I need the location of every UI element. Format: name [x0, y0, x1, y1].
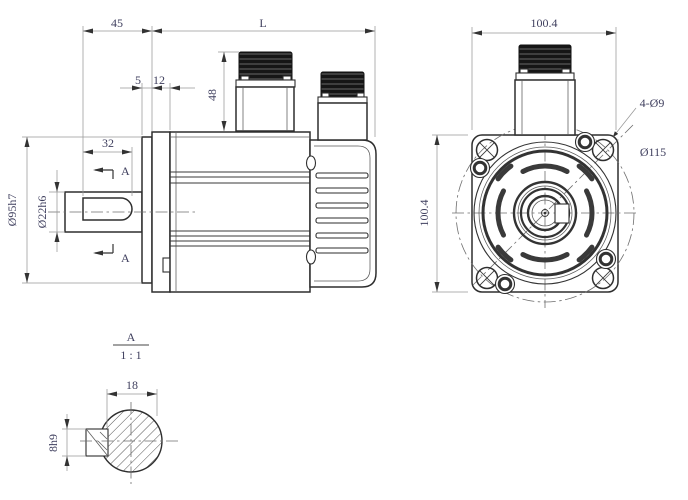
side-view: 45 L 5 12 48 32 [5, 16, 377, 293]
dim-8h9-label: 8h9 [46, 434, 60, 452]
dim-height-label: 100.4 [417, 200, 431, 227]
flange-screws [469, 131, 617, 295]
dim-48-label: 48 [205, 89, 219, 101]
diagonal-centerline [472, 124, 634, 286]
dim-5-12: 5 12 [120, 73, 195, 135]
dim-12-label: 12 [153, 73, 165, 87]
dim-shaft-diameter: Ø22h6 [35, 170, 65, 252]
dim-45-and-L: 45 L [82, 16, 376, 196]
dim-width-label: 100.4 [531, 16, 558, 30]
housing-screw-top [305, 155, 317, 171]
label-mounting-holes: 4-Ø9 [612, 96, 665, 138]
connector-1-base [235, 86, 295, 132]
dim-5-label: 5 [135, 73, 141, 87]
front-view: 100.4 100.4 4-Ø9 Ø115 [417, 16, 666, 308]
label-d115: Ø115 [640, 145, 666, 159]
body-grooves [170, 171, 310, 247]
section-scale: 1 : 1 [120, 348, 141, 362]
section-cut-markers: A A [93, 164, 130, 265]
shaft-keyway [82, 197, 133, 221]
pilot-boss [141, 136, 153, 284]
section-title: A [127, 330, 136, 344]
housing-screw-bottom [305, 249, 317, 265]
section-a-view: A 1 : 1 18 8h9 [46, 330, 178, 484]
cooling-fins [315, 172, 369, 254]
dim-32-label: 32 [102, 136, 114, 150]
connector-front-base [514, 79, 576, 136]
rear-housing [309, 139, 377, 288]
motor-body [169, 131, 311, 293]
dim-32: 32 [83, 136, 133, 196]
mounting-hole [475, 138, 499, 162]
dim-width-100-4: 100.4 [471, 16, 617, 130]
dim-18: 18 [106, 378, 158, 427]
dim-22h6-label: Ø22h6 [35, 196, 49, 229]
dim-48: 48 [205, 51, 239, 131]
section-label-top: A [121, 164, 130, 178]
front-keyway [554, 203, 570, 224]
mounting-hole [591, 138, 615, 162]
dim-pilot-diameter: Ø95h7 [5, 136, 142, 284]
dim-height-100-4: 100.4 [417, 134, 468, 293]
connector-2-base [317, 102, 368, 141]
connector-1 [235, 51, 296, 132]
connector-front [514, 44, 576, 136]
dim-L-label: L [259, 16, 266, 30]
dim-95h7-label: Ø95h7 [5, 194, 19, 227]
dim-key-8h9: 8h9 [46, 414, 86, 471]
label-4-d9: 4-Ø9 [640, 96, 665, 110]
section-label-bottom: A [121, 251, 130, 265]
shaft-front [512, 180, 578, 246]
connector-2 [317, 71, 368, 141]
face-ring [481, 149, 609, 277]
vent-slots [495, 163, 595, 263]
dim-45-label: 45 [111, 16, 123, 30]
dim-18-label: 18 [126, 378, 138, 392]
